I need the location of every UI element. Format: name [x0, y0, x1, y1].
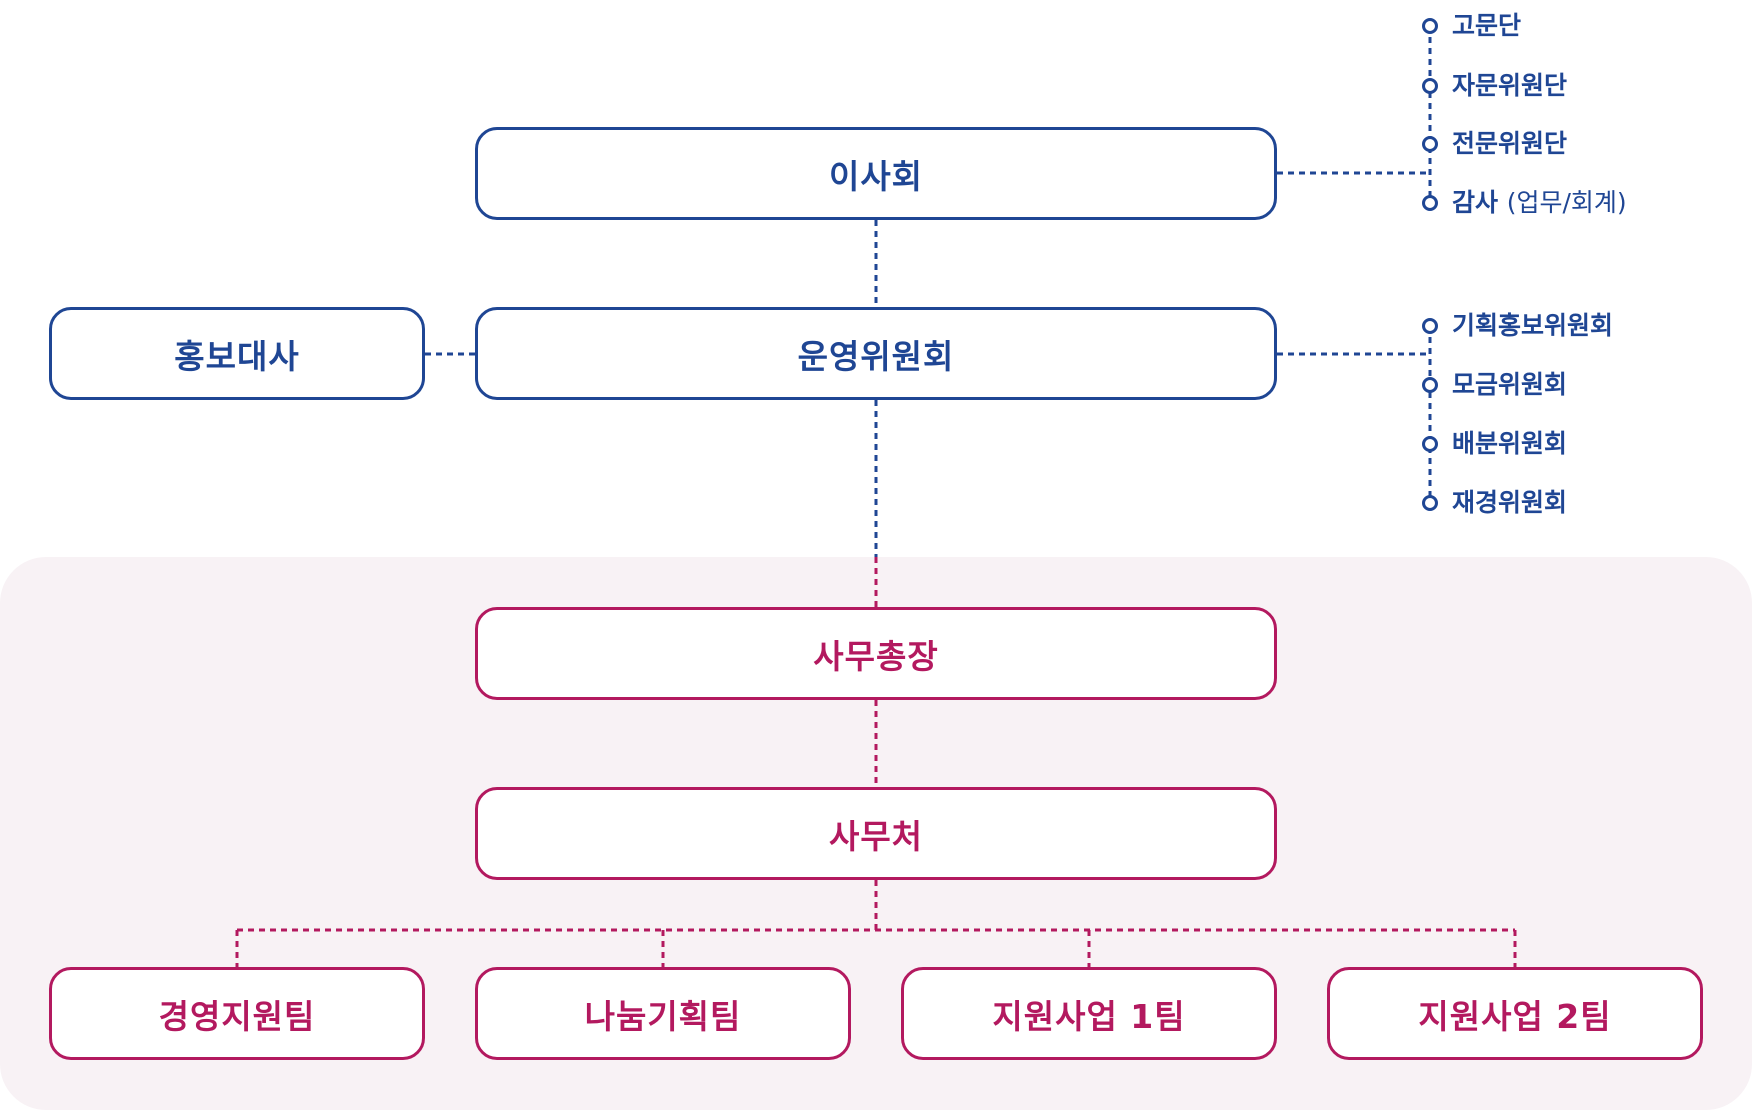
secretariat-box: 사무처 — [475, 787, 1277, 880]
secretary-general-label: 사무총장 — [813, 636, 939, 676]
committee-side-label: 기획홍보위원회 — [1452, 311, 1614, 340]
board-side-label: 전문위원단 — [1452, 129, 1568, 158]
committee-side-item: 기획홍보위원회 — [1452, 311, 1613, 341]
board-side-sublabel: (업무/회계) — [1506, 188, 1627, 217]
committee-side-node-3 — [1422, 436, 1438, 452]
team-box: 지원사업 1팀 — [901, 967, 1277, 1060]
team-label: 경영지원팀 — [158, 996, 316, 1036]
committee-side-node-2 — [1422, 377, 1438, 393]
committee-side-item: 모금위원회 — [1452, 370, 1567, 400]
board-side-item: 고문단 — [1452, 11, 1521, 41]
committee-side-node-4 — [1422, 495, 1438, 511]
team-box: 나눔기획팀 — [475, 967, 851, 1060]
team-label: 나눔기획팀 — [584, 996, 742, 1036]
secretary-general-box: 사무총장 — [475, 607, 1277, 700]
committee-side-label: 배분위원회 — [1452, 429, 1568, 458]
ambassador-label: 홍보대사 — [174, 336, 300, 376]
team-box: 지원사업 2팀 — [1327, 967, 1703, 1060]
team-box: 경영지원팀 — [49, 967, 425, 1060]
committee-side-item: 배분위원회 — [1452, 429, 1567, 459]
board-side-item: 감사 (업무/회계) — [1452, 188, 1627, 218]
board-side-node-1 — [1422, 18, 1438, 34]
team-label: 지원사업 2팀 — [1418, 996, 1612, 1036]
board-label: 이사회 — [828, 156, 924, 196]
board-side-label: 감사 — [1452, 188, 1499, 217]
committee-side-label: 모금위원회 — [1452, 370, 1568, 399]
team-label: 지원사업 1팀 — [992, 996, 1186, 1036]
board-box: 이사회 — [475, 127, 1277, 220]
board-side-node-2 — [1422, 78, 1438, 94]
operating-committee-label: 운영위원회 — [797, 336, 955, 376]
committee-side-item: 재경위원회 — [1452, 488, 1567, 518]
committee-side-label: 재경위원회 — [1452, 488, 1568, 517]
board-side-item: 자문위원단 — [1452, 71, 1567, 101]
board-side-node-4 — [1422, 195, 1438, 211]
secretariat-label: 사무처 — [828, 816, 924, 856]
operating-committee-box: 운영위원회 — [475, 307, 1277, 400]
board-side-node-3 — [1422, 136, 1438, 152]
committee-side-node-1 — [1422, 318, 1438, 334]
board-side-label: 자문위원단 — [1452, 71, 1568, 100]
board-side-item: 전문위원단 — [1452, 129, 1567, 159]
ambassador-box: 홍보대사 — [49, 307, 425, 400]
board-side-label: 고문단 — [1452, 11, 1522, 40]
